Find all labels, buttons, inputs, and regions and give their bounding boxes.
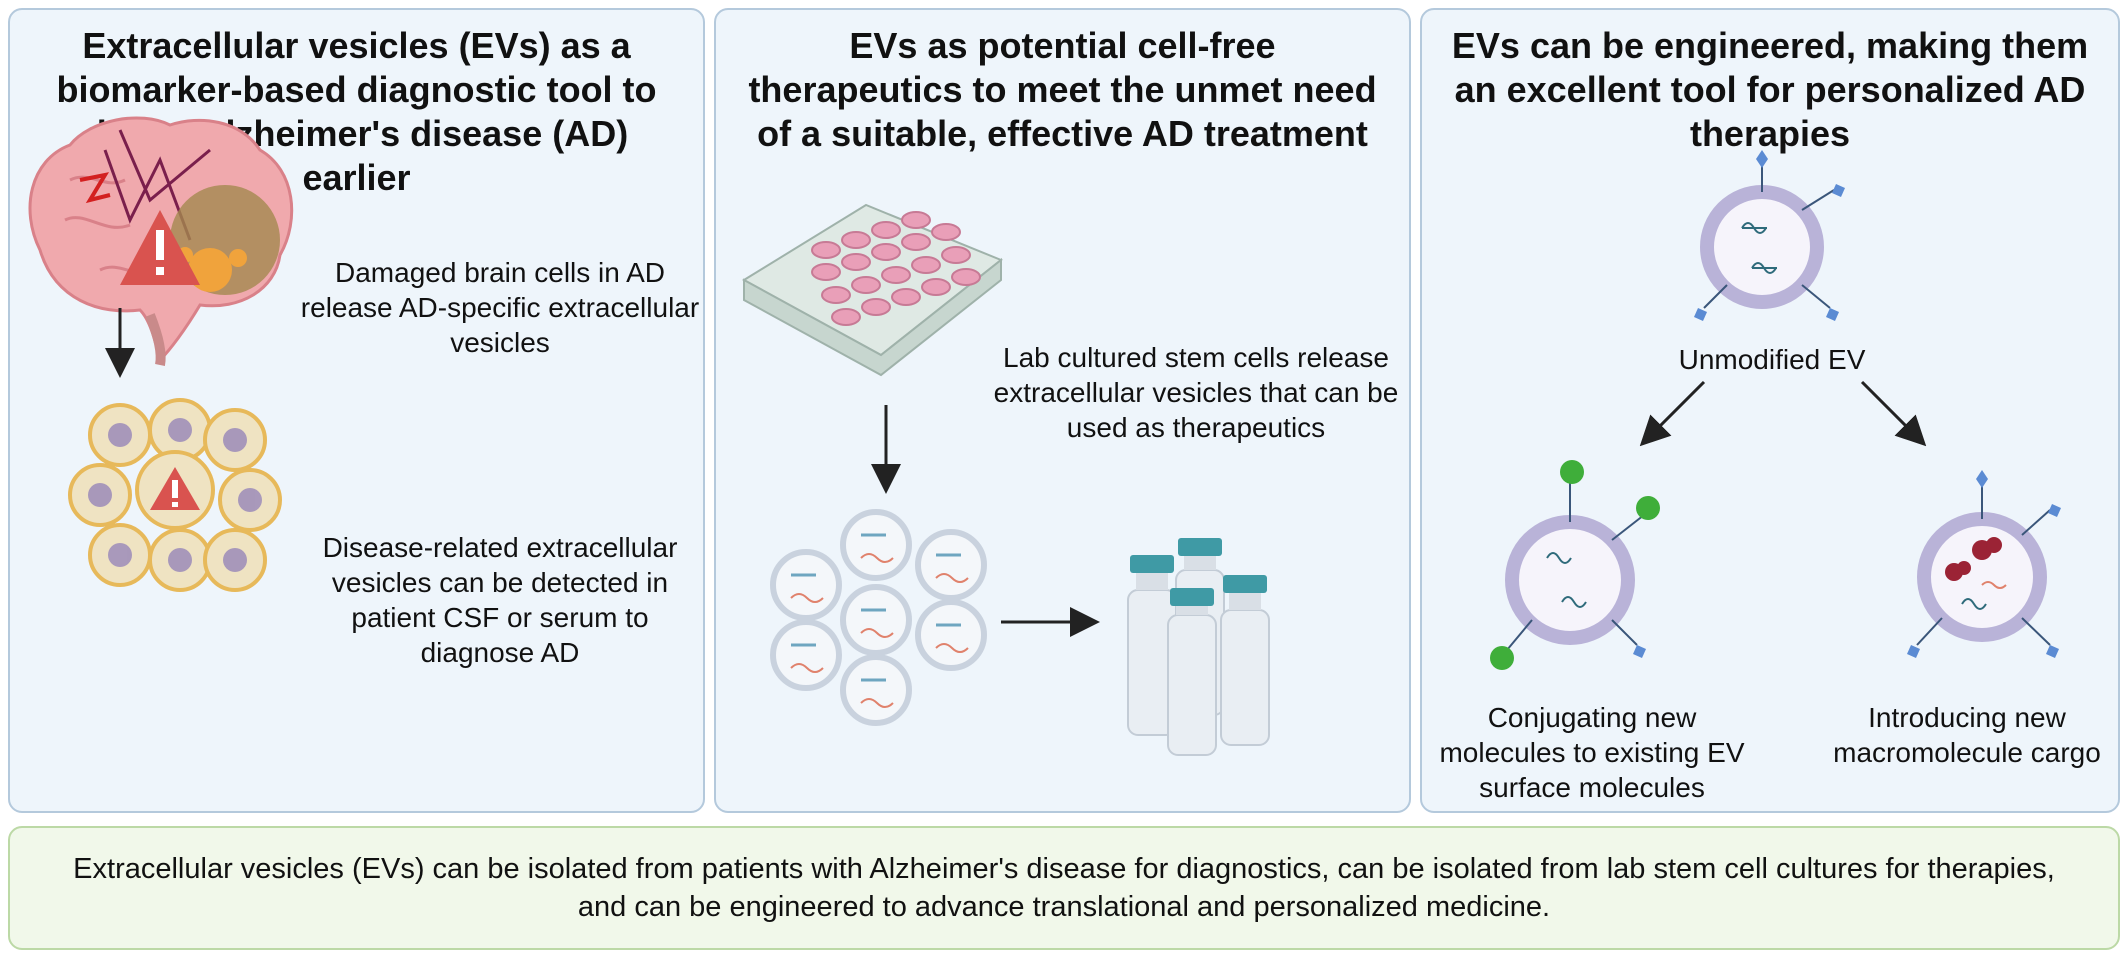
ligand-icon <box>1490 460 1660 670</box>
vial-icon <box>1127 538 1270 756</box>
damaged-cells-text: Damaged brain cells in AD release AD-spe… <box>300 257 700 358</box>
panel-title: Extracellular vesicles (EVs) as a biomar… <box>56 25 657 198</box>
panel-engineering: EVs can be engineered, making them an ex… <box>1420 8 2120 813</box>
warning-icon <box>120 210 200 285</box>
cargo-label: Introducing new macromolecule cargo <box>1833 702 2101 768</box>
panel-diagnostic-art <box>28 116 294 592</box>
panel-title: EVs can be engineered, making them an ex… <box>1451 25 2089 154</box>
unmodified-ev-icon <box>1694 150 1845 321</box>
summary-box: Extracellular vesicles (EVs) can be isol… <box>8 826 2120 950</box>
detection-text: Disease-related extracellular vesicles c… <box>322 532 678 668</box>
panel-engineering-art <box>1490 150 2061 670</box>
stem-cells-text: Lab cultured stem cells release extracel… <box>993 342 1399 443</box>
panel-therapeutics: EVs as potential cell-free therapeutics … <box>714 8 1411 813</box>
arrow-icon <box>1639 380 1706 447</box>
conjugating-label: Conjugating new molecules to existing EV… <box>1439 702 1745 803</box>
conjugated-ev-icon <box>1490 460 1660 670</box>
brain-icon <box>28 116 294 366</box>
panel-therapeutics-art <box>742 203 1270 756</box>
ev-cluster-icon <box>68 398 282 592</box>
panel-title: EVs as potential cell-free therapeutics … <box>748 25 1377 154</box>
summary-text: Extracellular vesicles (EVs) can be isol… <box>73 853 2055 923</box>
well-plate-icon <box>742 203 1003 377</box>
cargo-ev-icon <box>1907 470 2061 658</box>
arrow-icon <box>1860 380 1927 447</box>
unmodified-ev-label: Unmodified EV <box>1678 344 1866 375</box>
panel-diagnostic: Extracellular vesicles (EVs) as a biomar… <box>8 8 705 813</box>
vesicle-icon <box>770 509 987 726</box>
